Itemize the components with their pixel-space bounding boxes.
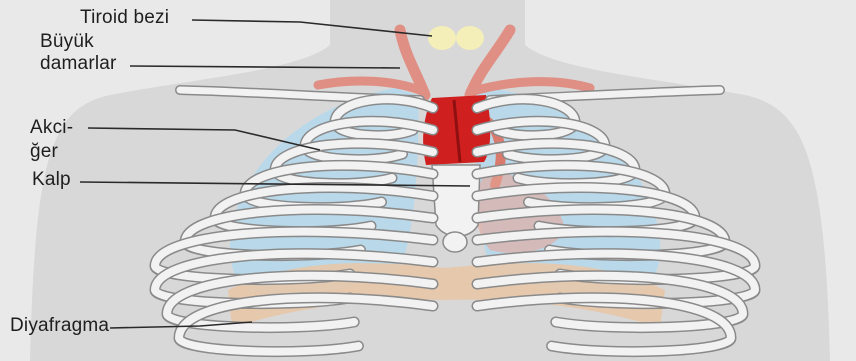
label-lung-line2: ğer [30, 142, 58, 162]
label-vessels-line2: damarlar [40, 54, 117, 74]
label-vessels-line1: Büyük [40, 32, 94, 52]
xiphoid [443, 232, 467, 252]
label-lung-line1: Akci- [30, 118, 73, 138]
label-heart: Kalp [32, 170, 71, 190]
label-thyroid: Tiroid bezi [80, 8, 169, 28]
thyroid-right-lobe [456, 26, 484, 50]
thyroid-left-lobe [428, 26, 456, 50]
label-diaphragm: Diyafragma [10, 316, 109, 336]
